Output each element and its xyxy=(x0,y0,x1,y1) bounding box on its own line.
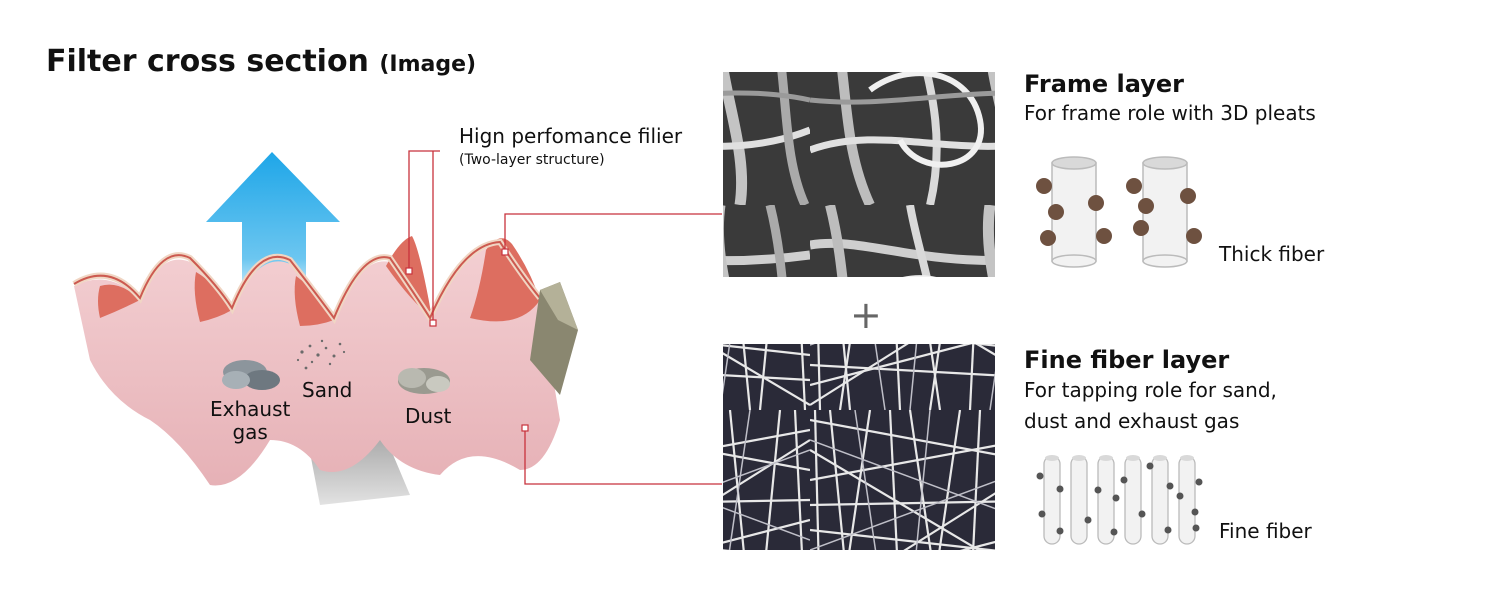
pleated-filter-icon xyxy=(72,236,578,486)
fine-fiber-label: Fine fiber xyxy=(1219,519,1312,543)
leader-lines xyxy=(408,150,722,485)
dust-cloud-icon xyxy=(398,368,450,394)
airflow-arrow-icon xyxy=(206,152,340,330)
filter-caption-subtitle: (Two-layer structure) xyxy=(459,152,605,168)
fine-fiber-layer-micrograph xyxy=(723,344,995,550)
title-suffix: (Image) xyxy=(379,52,477,77)
thick-fiber-label: Thick fiber xyxy=(1219,242,1325,266)
filter-caption-title: Hign perfomance filier xyxy=(459,124,683,148)
page-title: Filter cross section (Image) xyxy=(46,44,476,79)
plus-sign: + xyxy=(850,293,882,337)
marker-outer-layer xyxy=(405,267,413,275)
marker-frame-layer xyxy=(501,248,509,256)
frame-layer-title: Frame layer xyxy=(1024,70,1184,98)
marker-fine-layer xyxy=(521,424,529,432)
fine-fiber-icon xyxy=(1036,455,1203,545)
fine-fiber-layer-description: For tapping role for sand, dust and exha… xyxy=(1024,378,1277,433)
frame-layer-micrograph xyxy=(723,72,995,277)
exhaust-gas-label: Exhaust gas xyxy=(210,397,291,444)
thick-fiber-icon xyxy=(1036,156,1202,268)
frame-layer-description: For frame role with 3D pleats xyxy=(1024,101,1316,125)
sand-label: Sand xyxy=(302,378,353,402)
exhaust-gas-cloud-icon xyxy=(222,360,280,390)
fine-fiber-layer-title: Fine fiber layer xyxy=(1024,346,1230,374)
marker-inner-layer xyxy=(429,319,437,327)
sand-particles-icon xyxy=(296,339,346,370)
dust-label: Dust xyxy=(405,404,452,428)
title-text: Filter cross section xyxy=(46,44,369,79)
